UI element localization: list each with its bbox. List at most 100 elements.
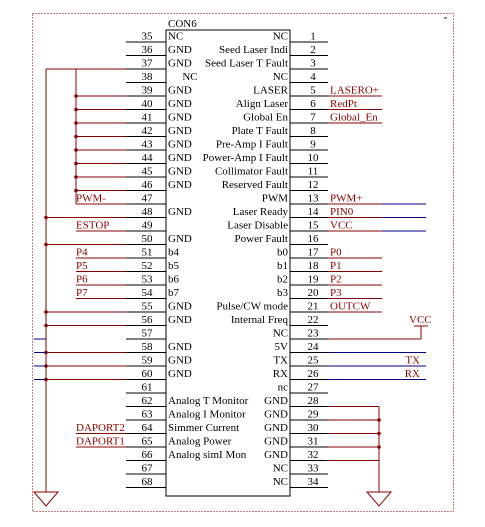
pin-name: b7 [168,287,180,299]
net-label: PWM+ [330,193,362,205]
pin-number: 2 [310,44,316,56]
pin-number: 43 [142,139,154,151]
pin-number: 68 [142,476,154,488]
pin-number: 39 [142,85,154,97]
pin-name: NC [273,31,288,43]
vcc-power-label: VCC [409,314,432,326]
pin-name: GND [264,422,288,434]
pin-number: 66 [142,449,154,461]
pin-name: GND [264,449,288,461]
pin-name: Collimator Fault [215,166,288,178]
pin-name: GND [168,233,192,245]
pin-name: Seed Laser T Fault [205,58,288,70]
pin-number: 1 [310,31,316,43]
net-label: P2 [330,274,342,286]
pin-number: 52 [142,260,153,272]
pin-number: 54 [142,287,154,299]
pin-name: Analog T Monitor [168,395,249,407]
pin-number: 64 [142,422,154,434]
pin-name: GND [168,139,192,151]
pin-number: 67 [142,463,154,475]
pin-name: GND [168,125,192,137]
pin-name: Power-Amp I Fault [203,152,288,164]
pin-number: 47 [142,193,154,205]
pin-number: 25 [308,355,320,367]
pin-number: 3 [310,58,316,70]
pin-name: Analog Power [168,436,232,448]
pin-name: LASER [253,85,289,97]
net-label: P1 [330,260,342,272]
junction-dot [377,418,381,422]
pin-name: GND [168,206,192,218]
pin-number: 22 [308,314,319,326]
pin-number: 65 [142,436,154,448]
pin-name: b1 [277,260,288,272]
pin-name: GND [264,436,288,448]
pin-number: 59 [142,355,154,367]
pin-name: GND [168,166,192,178]
pin-name: GND [264,395,288,407]
net-label: P7 [76,287,88,299]
pin-name: GND [168,112,192,124]
junction-dot [44,242,48,247]
junction-dot [74,161,78,166]
pin-name: GND [168,179,192,191]
pin-name: Power Fault [235,233,288,245]
pin-number: 31 [308,436,319,448]
schematic-frame [32,13,454,512]
pin-name: GND [168,44,192,56]
pin-number: 12 [308,179,319,191]
pin-name: GND [264,409,288,421]
pin-name: Plate T Fault [232,125,288,137]
wire-layer [34,68,426,492]
pin-name: b2 [277,274,288,286]
net-label: RedPt [330,98,357,110]
pin-name: b0 [277,247,289,259]
pin-number: 49 [142,220,154,232]
pin-number: 50 [142,233,154,245]
pin-name: GND [168,98,192,110]
pin-name: PWM [262,193,289,205]
ground-symbol-right [365,491,393,507]
pin-name: GND [168,58,192,70]
net-label: DAPORT2 [76,422,125,434]
connector-body[interactable] [165,29,291,497]
junction-dot [44,310,48,314]
pin-name: Pre-Amp I Fault [216,139,288,151]
pin-number: 7 [310,112,316,124]
pin-number: 8 [310,125,316,137]
pin-number: 18 [308,260,320,272]
pin-number: 34 [308,476,320,488]
pin-name: TX [273,355,288,367]
net-label: DAPORT1 [76,436,125,448]
pin-name: 5V [275,341,289,353]
net-label: OUTCW [330,301,371,313]
pin-number: 60 [142,368,154,380]
pin-name: Reserved Fault [222,179,288,191]
junction-dot [74,121,78,125]
pin-name: Laser Ready [233,206,289,218]
pin-number: 16 [308,233,320,245]
ground-symbol-left [32,491,60,507]
pin-number: 13 [308,193,320,205]
pin-number: 40 [142,98,154,110]
pin-number: 35 [142,31,154,43]
pin-number: 56 [142,314,154,326]
pin-name: nc [278,382,289,394]
pin-number: 51 [142,247,153,259]
pin-name: Laser Disable [227,220,288,232]
pin-number: 32 [308,449,319,461]
pin-name: GND [168,152,192,164]
net-label: TX [405,355,420,367]
pin-number: 46 [142,179,154,191]
pin-number: 44 [142,152,154,164]
junction-dot [44,323,48,328]
pin-number: 14 [308,206,320,218]
net-label: P4 [76,247,88,259]
pin-number: 17 [308,247,320,259]
junction-dot [74,107,78,112]
pin-number: 4 [310,71,316,83]
pin-name: NC [273,328,288,340]
pin-name: RX [273,368,288,380]
